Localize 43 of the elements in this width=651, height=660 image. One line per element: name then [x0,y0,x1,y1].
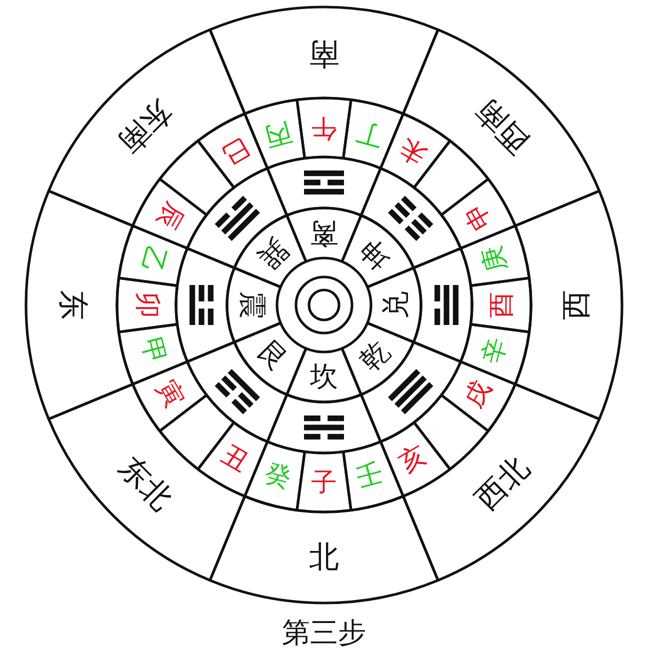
trigram-name: 兑 [382,291,410,319]
direction-label: 西南 [470,94,534,158]
mountain-label: 酉 [488,292,514,318]
mountain-label: 午 [311,114,337,140]
ring-segment [185,166,289,270]
direction-label: 东北 [114,452,178,516]
mountain-label: 亥 [395,440,430,476]
mountain-label: 甲 [136,335,168,367]
ring-segment [513,188,624,422]
mountain-label: 申 [460,198,496,234]
trigram-name: 坎 [310,363,338,391]
mountain-label: 辛 [480,335,512,367]
ring-segment [207,494,441,605]
trigram-name: 艮 [253,336,293,376]
trigram-name: 巽 [253,234,293,274]
direction-label: 西 [562,290,592,320]
mountain-label: 丙 [262,118,294,150]
mountain-label: 未 [395,134,430,170]
mountain-label: 癸 [262,460,294,492]
direction-label: 东 [56,290,86,320]
mountain-label: 丁 [354,118,386,150]
direction-label: 西北 [470,452,534,516]
trigram-name: 震 [238,291,266,319]
direction-label: 南 [309,38,339,68]
mountain-label: 卯 [134,292,160,318]
mountain-label: 乙 [136,243,168,275]
mountain-label: 戌 [460,376,496,412]
trigram-name: 离 [310,219,338,247]
mountain-label: 丑 [218,440,253,476]
ring-segment [24,188,135,422]
trigram-name: 坤 [355,234,395,274]
mountain-label: 巳 [218,134,253,170]
mountain-label: 庚 [480,243,512,275]
mountain-label: 子 [311,470,337,496]
direction-label: 北 [309,542,339,572]
mountain-label: 壬 [354,460,386,492]
direction-label: 东南 [114,94,178,158]
trigram-name: 乾 [355,336,395,376]
mountain-label: 寅 [152,376,188,412]
ring-segment [378,111,453,190]
ring-segment [232,213,309,290]
mountain-label: 辰 [152,198,188,234]
caption: 第三步 [282,619,366,647]
